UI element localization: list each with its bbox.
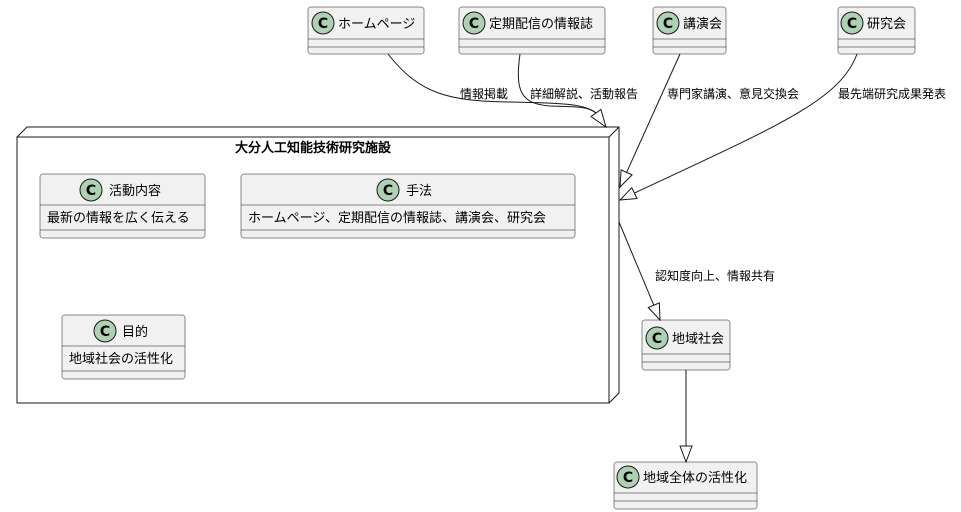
class-lecture: C 講演会	[652, 6, 727, 55]
svg-text:C: C	[86, 183, 96, 199]
class-activity: C 活動内容 最新の情報を広く伝える	[39, 173, 206, 239]
class-name: 講演会	[683, 16, 722, 32]
edge-line	[618, 221, 655, 306]
edge-facility-to-community: 認知度向上、情報共有	[618, 221, 775, 322]
class-purpose: C 目的 地域社会の活性化	[61, 314, 186, 380]
class-icon: C	[840, 11, 864, 35]
class-box	[61, 314, 186, 380]
edge-line	[634, 53, 858, 194]
class-method: C 手法 ホームページ、定期配信の情報誌、講演会、研究会	[240, 173, 576, 239]
svg-text:C: C	[469, 16, 479, 32]
class-name: 研究会	[867, 17, 906, 32]
edge-label: 詳細解説、活動報告	[530, 86, 638, 101]
class-icon: C	[645, 326, 669, 350]
edge-line	[387, 53, 597, 114]
edge-study-group-to-facility: 最先端研究成果発表	[618, 53, 946, 201]
edge-newsletter-to-facility: 詳細解説、活動報告	[517, 53, 638, 114]
edge-community-to-region	[679, 370, 693, 464]
class-icon: C	[616, 465, 640, 489]
edge-label: 専門家講演、意見交換会	[667, 86, 799, 101]
class-icon: C	[462, 11, 486, 35]
edge-label: 認知度向上、情報共有	[655, 268, 775, 283]
edge-line	[517, 53, 597, 114]
class-name: 活動内容	[109, 183, 161, 199]
class-name: 地域社会	[672, 331, 724, 347]
class-box	[307, 6, 425, 55]
svg-text:C: C	[652, 331, 662, 347]
class-icon: C	[376, 178, 400, 202]
edge-line	[626, 53, 681, 173]
class-attribute: 最新の情報を広く伝える	[47, 210, 190, 226]
facility-node: 大分人工知能技術研究施設 C 活動内容 最新の情報を広く伝える C 手法 ホーム…	[16, 126, 620, 404]
class-icon: C	[79, 178, 103, 202]
class-name: 定期配信の情報誌	[489, 16, 593, 32]
class-icon: C	[93, 319, 117, 343]
edge-label: 情報掲載	[460, 86, 508, 101]
svg-text:C: C	[100, 324, 110, 340]
class-name: 手法	[406, 184, 432, 199]
class-region: C 地域全体の活性化	[613, 461, 758, 510]
svg-text:C: C	[663, 16, 673, 32]
inheritance-arrowhead	[647, 302, 661, 322]
class-community: C 地域社会	[641, 319, 731, 371]
class-name: 目的	[122, 324, 148, 340]
class-homepage: C ホームページ	[307, 6, 425, 55]
node-title: 大分人工知能技術研究施設	[235, 140, 392, 156]
class-study-group: C 研究会	[837, 6, 916, 55]
inheritance-arrowhead	[618, 186, 638, 201]
svg-text:C: C	[318, 16, 328, 32]
edge-homepage-to-facility: 情報掲載	[387, 53, 597, 114]
class-newsletter: C 定期配信の情報誌	[458, 6, 606, 55]
class-name: 地域全体の活性化	[643, 470, 747, 486]
class-icon: C	[311, 11, 335, 35]
inheritance-arrowhead	[619, 169, 633, 189]
class-icon: C	[656, 11, 680, 35]
class-box	[458, 6, 606, 55]
inheritance-arrowhead	[590, 108, 607, 129]
class-name: ホームページ	[338, 17, 415, 32]
class-attribute: 地域社会の活性化	[69, 351, 173, 367]
svg-text:C: C	[383, 183, 393, 199]
svg-text:C: C	[623, 470, 633, 486]
class-box	[240, 173, 576, 239]
edge-lecture-to-facility: 専門家講演、意見交換会	[619, 53, 799, 189]
svg-text:C: C	[847, 16, 857, 32]
edge-label: 最先端研究成果発表	[838, 86, 946, 101]
inheritance-arrowhead	[679, 445, 693, 464]
class-attribute: ホームページ、定期配信の情報誌、講演会、研究会	[248, 210, 546, 226]
node-depth-edges	[16, 126, 620, 404]
